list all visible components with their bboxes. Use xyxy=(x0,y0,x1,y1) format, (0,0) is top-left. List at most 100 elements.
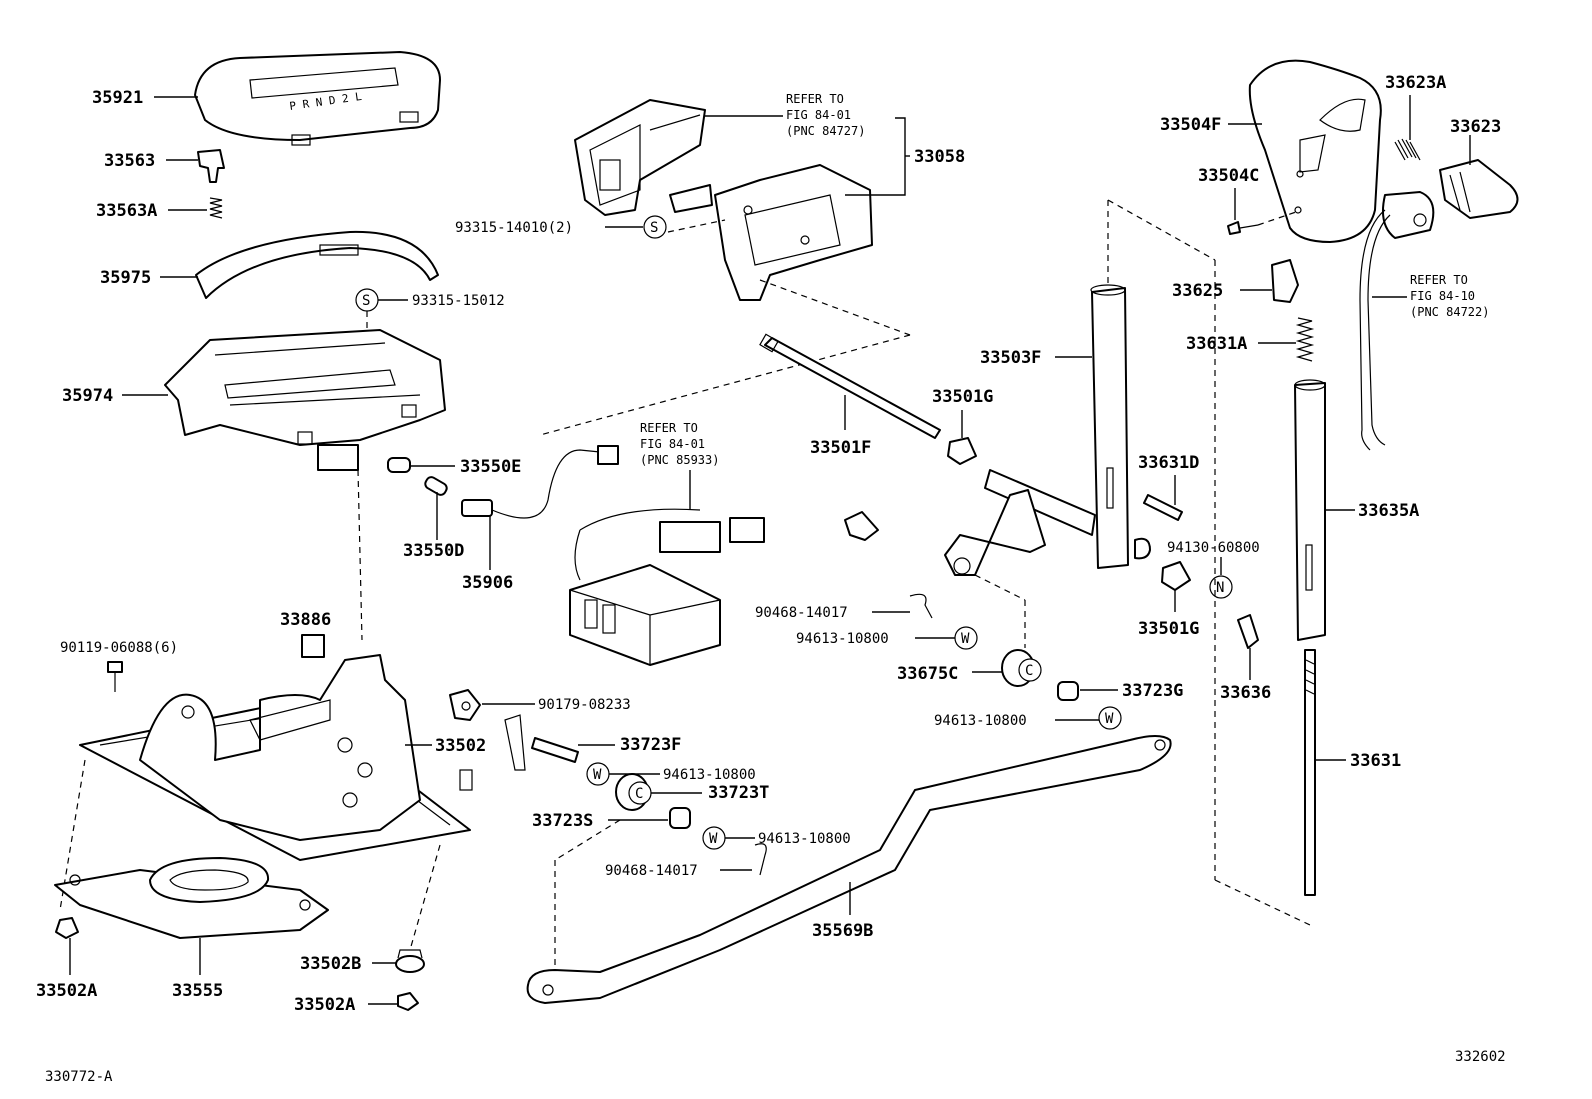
part-35569B-shift-rod xyxy=(526,735,1172,1004)
part-33058-shift-lock-solenoid xyxy=(669,164,873,301)
footer-left-code: 330772-A xyxy=(45,1069,113,1085)
part-33631A-spring xyxy=(1295,317,1315,362)
part-33504F-shift-knob xyxy=(1248,59,1382,243)
part-33723G-collar xyxy=(1057,681,1079,701)
refer-note-middle-2: FIG 84-01 xyxy=(640,437,705,451)
part-33501G-bushing-top xyxy=(947,437,977,465)
part-33675C-bushing: C xyxy=(1001,649,1042,687)
part-33631-push-rod xyxy=(1304,649,1316,896)
part-grommet-middle xyxy=(844,511,879,541)
label-33631: 33631 xyxy=(1350,751,1401,771)
part-33563A-spring xyxy=(209,197,223,219)
label-33504F: 33504F xyxy=(1160,115,1221,135)
part-35975-slide-cover xyxy=(195,230,439,299)
part-33625-button-insert xyxy=(1271,259,1299,303)
label-94130-60800: 94130-60800 xyxy=(1167,540,1260,556)
label-33502: 33502 xyxy=(435,736,486,756)
refer-note-right-1: REFER TO xyxy=(1410,273,1468,287)
label-90119-06088: 90119-06088(6) xyxy=(60,640,178,656)
label-33723F: 33723F xyxy=(620,735,681,755)
footer-right-code: 332602 xyxy=(1455,1049,1506,1065)
part-shift-lever-arm xyxy=(944,469,1151,576)
label-33058: 33058 xyxy=(914,147,965,167)
part-33555-console-plate xyxy=(54,857,329,939)
refer-note-top-3: (PNC 84727) xyxy=(786,124,865,138)
part-33502B-grommet xyxy=(395,949,425,973)
refer-note-right-3: (PNC 84722) xyxy=(1410,305,1489,319)
s-symbol-text-2: S xyxy=(650,220,658,236)
label-33636: 33636 xyxy=(1220,683,1271,703)
label-90179-08233: 90179-08233 xyxy=(538,697,631,713)
label-33501G-bottom: 33501G xyxy=(1138,619,1199,639)
label-35974: 35974 xyxy=(62,386,113,406)
refer-note-middle-1: REFER TO xyxy=(640,421,698,435)
label-33502B: 33502B xyxy=(300,954,361,974)
label-35921: 35921 xyxy=(92,88,143,108)
label-33502A-left: 33502A xyxy=(36,981,97,1001)
part-33550E-bulb xyxy=(387,457,411,473)
n-symbol-text: N xyxy=(1216,580,1224,596)
label-93315-14010: 93315-14010(2) xyxy=(455,220,573,236)
part-33550D-bulb xyxy=(424,476,448,496)
label-35569B: 35569B xyxy=(812,921,873,941)
label-33504C: 33504C xyxy=(1198,166,1259,186)
part-33723S-collar xyxy=(669,807,691,829)
part-90468-clip-a xyxy=(909,593,933,619)
label-33501F: 33501F xyxy=(810,438,871,458)
part-33636-clip xyxy=(1237,614,1259,649)
label-33502A-bottom: 33502A xyxy=(294,995,355,1015)
label-93315-15012: 93315-15012 xyxy=(412,293,505,309)
label-33886: 33886 xyxy=(280,610,331,630)
label-33563: 33563 xyxy=(104,151,155,171)
label-94613-10800-a: 94613-10800 xyxy=(663,767,756,783)
part-33635A-lever-tube xyxy=(1294,379,1326,641)
label-94613-10800-b: 94613-10800 xyxy=(758,831,851,847)
part-33502A-left-clip xyxy=(55,917,79,939)
part-90179-nut xyxy=(449,689,481,721)
part-33502A-bottom-clip xyxy=(397,992,419,1011)
part-90468-clip-b xyxy=(754,843,767,876)
part-33886-block xyxy=(301,634,325,658)
label-90468-14017-b: 90468-14017 xyxy=(605,863,698,879)
label-33563A: 33563A xyxy=(96,201,157,221)
s-symbol-text: S xyxy=(362,293,370,309)
part-33723T-bushing: C xyxy=(615,773,652,811)
refer-note-top-2: FIG 84-01 xyxy=(786,108,851,122)
part-shift-lock-ecu xyxy=(569,508,765,666)
label-90468-14017-a: 90468-14017 xyxy=(755,605,848,621)
part-35906-socket xyxy=(461,445,619,519)
label-33623: 33623 xyxy=(1450,117,1501,137)
part-33563-clip xyxy=(197,149,225,183)
label-33550D: 33550D xyxy=(403,541,464,561)
part-33502-shift-base xyxy=(79,654,473,861)
refer-note-middle-3: (PNC 85933) xyxy=(640,453,719,467)
label-33555: 33555 xyxy=(172,981,223,1001)
label-94613-10800-c: 94613-10800 xyxy=(796,631,889,647)
part-33723F-pin xyxy=(531,737,579,763)
part-33631D-pin xyxy=(1143,494,1183,521)
part-35974-shift-housing xyxy=(164,329,446,471)
part-33501F-shaft xyxy=(759,333,941,439)
label-33625: 33625 xyxy=(1172,281,1223,301)
c-symbol-text-1: C xyxy=(635,786,643,802)
w-symbol-text-1: W xyxy=(593,767,602,783)
part-90119-bolt xyxy=(107,661,123,692)
refer-note-top-1: REFER TO xyxy=(786,92,844,106)
c-symbol-text-2: C xyxy=(1025,663,1033,679)
label-35975: 35975 xyxy=(100,268,151,288)
s-symbol-screw-2 xyxy=(643,215,667,239)
part-33501G-bushing-bottom xyxy=(1161,561,1191,591)
w-symbol-text-2: W xyxy=(709,831,718,847)
label-94613-10800-d: 94613-10800 xyxy=(934,713,1027,729)
label-33723G: 33723G xyxy=(1122,681,1183,701)
part-shift-button-switch xyxy=(1359,191,1435,451)
w-symbol-text-3: W xyxy=(961,631,970,647)
part-lever-link xyxy=(504,714,526,771)
label-35906: 35906 xyxy=(462,573,513,593)
label-33501G-top: 33501G xyxy=(932,387,993,407)
part-35921-indicator-bezel: P R N D 2 L xyxy=(194,51,441,146)
part-selector-switch xyxy=(574,99,706,216)
label-33623A: 33623A xyxy=(1385,73,1446,93)
label-33675C: 33675C xyxy=(897,664,958,684)
